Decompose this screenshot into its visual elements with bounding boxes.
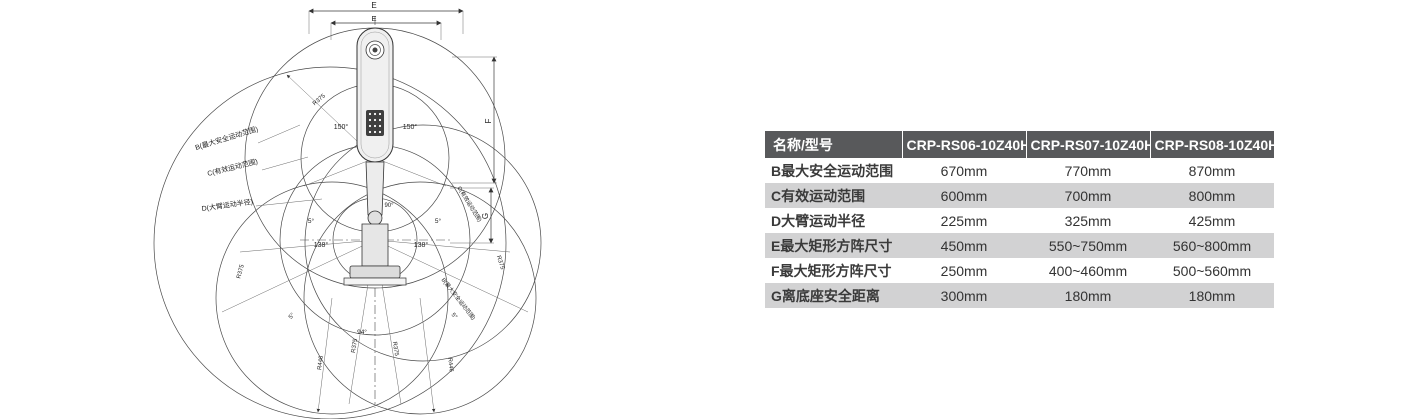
cell: 700mm <box>1064 187 1112 204</box>
range-b-arc-label: B(最大安全运动范围) <box>440 276 478 322</box>
range-b-label: B(最大安全运动范围) <box>194 124 259 152</box>
cell: 180mm <box>1188 287 1236 304</box>
spec-header-model-rs07: CRP-RS07-10Z40H <box>1026 131 1151 158</box>
row-label: F最大矩形方阵尺寸 <box>771 262 892 279</box>
joint-icon <box>368 211 382 225</box>
angle-5-bottom-left: 5° <box>288 312 297 321</box>
cell: 770mm <box>1064 162 1112 179</box>
dim-f: F <box>452 56 497 184</box>
cell: 250mm <box>940 262 988 279</box>
table-row-f: F最大矩形方阵尺寸 250mm 400~460mm 500~560mm <box>765 258 1274 283</box>
radius-r375-left: R375 <box>236 263 246 279</box>
dim-g-label: G <box>481 213 490 219</box>
dim-e-inner-label: E <box>371 14 376 23</box>
cell: 870mm <box>1188 162 1236 179</box>
range-c-arc-label: C(有效运动范围) <box>456 185 484 224</box>
cell: 180mm <box>1064 287 1112 304</box>
cell: 600mm <box>940 187 988 204</box>
dim-e-outer-label: E <box>371 1 376 10</box>
cell: 225mm <box>940 212 988 229</box>
range-d-label: D(大臂运动半径) <box>201 197 253 213</box>
angle-150-left: 150° <box>334 123 349 131</box>
cell: 800mm <box>1188 187 1236 204</box>
radius-r446-left: R446 <box>317 355 325 371</box>
spec-header-row: 名称/型号 CRP-RS06-10Z40H CRP-RS07-10Z40H CR… <box>765 131 1274 158</box>
cell: 500~560mm <box>1172 262 1252 279</box>
robot-base <box>350 266 400 278</box>
cell: 550~750mm <box>1048 237 1128 254</box>
dim-e-outer: E <box>308 1 464 34</box>
table-row-e: E最大矩形方阵尺寸 450mm 550~750mm 560~800mm <box>765 233 1274 258</box>
range-c-label: C(有效运动范围) <box>206 157 258 178</box>
cell: 300mm <box>940 287 988 304</box>
radius-r375-topleft: R375 <box>312 93 327 107</box>
spec-header-name: 名称/型号 <box>765 131 903 158</box>
spec-header-model-rs08: CRP-RS08-10Z40H <box>1150 131 1274 158</box>
radius-r375-bottom-left: R375 <box>351 338 359 354</box>
angle-5-center-left: 5° <box>308 217 315 225</box>
dim-e-inner: E <box>330 14 442 40</box>
row-label: B最大安全运动范围 <box>771 162 894 179</box>
cell: 325mm <box>1064 212 1112 229</box>
angle-5-bottom-right: 5° <box>450 312 459 321</box>
dim-g: G <box>450 187 494 244</box>
keypad-icon <box>366 110 384 136</box>
cell: 450mm <box>940 237 988 254</box>
row-label: C有效运动范围 <box>771 187 866 204</box>
radius-r375-right: R375 <box>495 255 505 271</box>
table-row-b: B最大安全运动范围 670mm 770mm 870mm <box>765 158 1274 183</box>
angle-90: 90° <box>384 203 394 209</box>
robot-range-diagram: E E F G B(最大安全运动范围) C(有效运动范围) <box>145 1 555 419</box>
angle-150-right: 150° <box>403 123 418 131</box>
table-row-g: G离底座安全距离 300mm 180mm 180mm <box>765 283 1274 308</box>
table-row-c: C有效运动范围 600mm 700mm 800mm <box>765 183 1274 208</box>
spec-table: 名称/型号 CRP-RS06-10Z40H CRP-RS07-10Z40H CR… <box>765 131 1274 308</box>
radius-r446-right: R446 <box>446 357 454 373</box>
dim-f-label: F <box>484 118 493 123</box>
table-row-d: D大臂运动半径 225mm 325mm 425mm <box>765 208 1274 233</box>
row-label: E最大矩形方阵尺寸 <box>771 237 893 254</box>
cell: 400~460mm <box>1048 262 1128 279</box>
radius-r375-bottom-right: R375 <box>391 341 399 357</box>
envelope-arcs <box>154 28 541 419</box>
row-label: G离底座安全距离 <box>771 287 880 304</box>
angle-94: 94° <box>357 328 367 336</box>
cell: 425mm <box>1188 212 1236 229</box>
angle-labels: 150° 150° 138° 138° 5° 5° 5° 5° 94° 90° <box>288 123 458 336</box>
spec-header-model-rs06: CRP-RS06-10Z40H <box>902 131 1027 158</box>
angle-138-left: 138° <box>314 241 329 249</box>
angle-138-right: 138° <box>414 241 429 249</box>
row-label: D大臂运动半径 <box>771 212 866 229</box>
cell: 670mm <box>940 162 988 179</box>
cell: 560~800mm <box>1172 237 1252 254</box>
robot-arm <box>344 28 406 285</box>
angle-5-center-right: 5° <box>435 217 442 225</box>
